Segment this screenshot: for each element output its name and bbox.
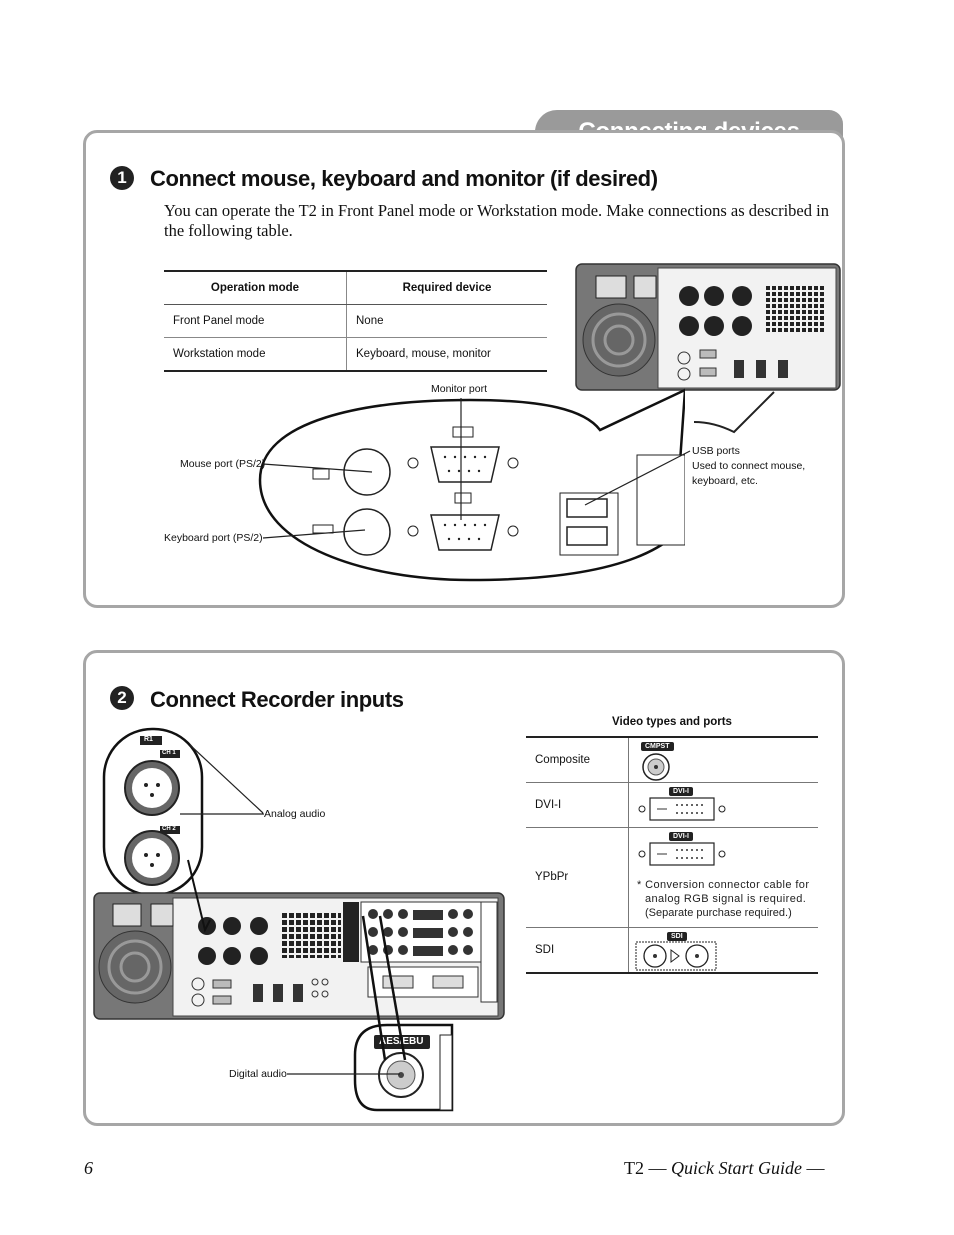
page-number: 6 — [84, 1158, 93, 1178]
ypbpr-port-label: DVI-I — [669, 831, 693, 841]
video-table-title: Video types and ports — [612, 716, 732, 728]
step2-leader-lines — [187, 744, 407, 1075]
analog-audio-label: Analog audio — [264, 808, 326, 820]
recorder-rear-panel — [93, 892, 505, 1020]
table-header-mode: Operation mode — [164, 271, 347, 305]
step2-number: 2 — [117, 688, 127, 707]
table-header-device: Required device — [346, 271, 547, 305]
composite-port-cell: CMPST — [628, 736, 818, 782]
ypbpr-note-line-2: analog RGB signal is required. — [645, 892, 807, 905]
usb-ports-desc-1: Used to connect mouse, — [692, 460, 806, 472]
monitor-port-label: Monitor port — [431, 383, 488, 395]
footer-dash-1: — — [648, 1158, 667, 1178]
rear-panel-illustration — [575, 263, 841, 434]
video-type-ypbpr: YPbPr — [526, 826, 629, 927]
footer-guide: Quick Start Guide — [671, 1158, 802, 1178]
mouse-port-label: Mouse port (PS/2) — [180, 458, 266, 470]
video-types-table: Composite CMPST DVI-I DVI-I YPbPr — [526, 736, 818, 974]
usb-ports-title: USB ports — [692, 445, 740, 457]
table-cell: Keyboard, mouse, monitor — [346, 337, 547, 372]
table-cell: None — [346, 304, 547, 338]
step2-number-badge: 2 — [110, 686, 134, 710]
cmpst-port-label: CMPST — [641, 742, 674, 751]
table-cell: Workstation mode — [164, 337, 347, 372]
table-row: YPbPr DVI-I * Conversion connector cable… — [526, 826, 818, 927]
ypbpr-port-cell: DVI-I * Conversion connector cable for a… — [628, 826, 818, 927]
sdi-port-label: SDI — [667, 931, 687, 941]
table-cell: Front Panel mode — [164, 304, 347, 338]
video-type-dvi: DVI-I — [526, 781, 629, 827]
footer-title: T2 — Quick Start Guide — — [624, 1158, 824, 1179]
step1-title: Connect mouse, keyboard and monitor (if … — [150, 166, 658, 191]
table-row: Front Panel mode None — [164, 304, 547, 338]
dvi-port-label: DVI-I — [669, 786, 693, 796]
step1-leader-lines — [262, 398, 691, 539]
table-row: Composite CMPST — [526, 736, 818, 782]
video-type-sdi: SDI — [526, 926, 629, 974]
sdi-port-cell: SDI — [628, 926, 818, 974]
step2-title: Connect Recorder inputs — [150, 687, 404, 712]
dvi-connector-icon — [638, 796, 726, 821]
table-row: Workstation mode Keyboard, mouse, monito… — [164, 337, 547, 372]
dvi-port-cell: DVI-I — [628, 781, 818, 827]
step1-number-badge: 1 — [110, 166, 134, 190]
ypbpr-note-line-1: * Conversion connector cable for — [637, 878, 810, 891]
step1-intro: You can operate the T2 in Front Panel mo… — [164, 201, 829, 240]
ch1-label: CH 1 — [162, 750, 176, 756]
dvi-connector-icon — [638, 841, 726, 866]
table-row: DVI-I DVI-I — [526, 781, 818, 827]
keyboard-port-label: Keyboard port (PS/2) — [164, 532, 263, 544]
sdi-connector-icon — [635, 941, 717, 970]
video-type-composite: Composite — [526, 736, 629, 782]
step1-number: 1 — [117, 168, 127, 187]
usb-ports-label: USB ports Used to connect mouse, keyboar… — [692, 444, 805, 489]
table-row: SDI SDI — [526, 926, 818, 974]
footer-dash-2: — — [806, 1158, 825, 1178]
usb-ports-desc-2: keyboard, etc. — [692, 475, 758, 487]
analog-audio-leader — [180, 813, 264, 815]
digital-audio-magnified — [353, 1023, 454, 1112]
table-header-row: Operation mode Required device — [164, 271, 547, 305]
r1-label: R1 — [144, 736, 153, 743]
bnc-connector-icon — [642, 753, 670, 781]
ypbpr-note-line-3: (Separate purchase required.) — [645, 906, 792, 919]
footer-product: T2 — [624, 1158, 644, 1178]
operation-mode-table: Operation mode Required device Front Pan… — [164, 270, 547, 372]
ch2-label: CH 2 — [162, 826, 176, 832]
digital-audio-label: Digital audio — [229, 1068, 287, 1080]
ypbpr-note: * Conversion connector cable for analog … — [637, 878, 817, 920]
